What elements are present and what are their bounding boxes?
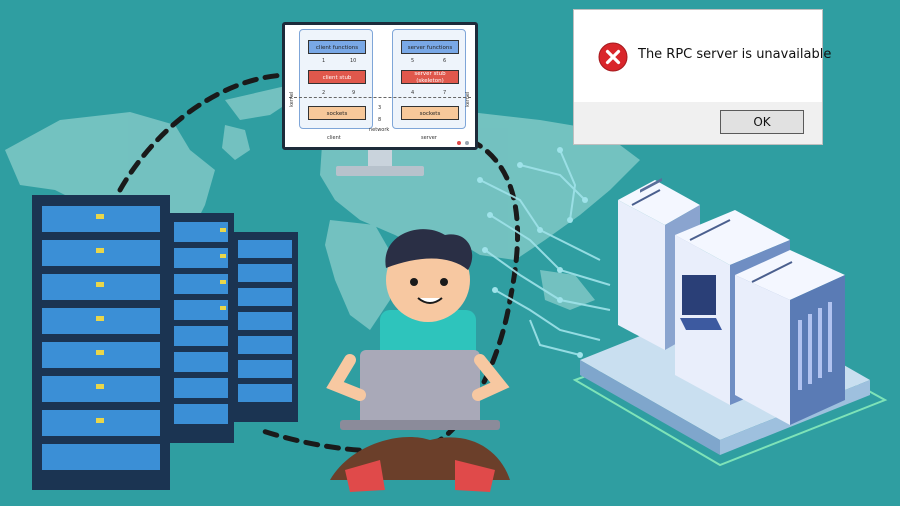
monitor-led-grey [465,141,469,145]
kernel-label-left: kernel [289,91,295,107]
server-column: server functions server stub (skeleton) … [392,29,466,129]
client-label: client [327,135,341,141]
monitor-neck [368,150,392,168]
isometric-servers [572,178,888,467]
error-x-icon [598,42,628,72]
step-2: 2 [322,90,326,96]
server-stub-box: server stub (skeleton) [401,70,459,84]
client-stub-box: client stub [308,70,366,84]
step-1: 1 [322,58,326,64]
step-8: 8 [378,117,382,123]
dialog-footer: OK [574,102,822,144]
step-10: 10 [350,58,357,64]
dashed-connection-line [117,72,521,454]
kernel-label-right: kernel [465,91,471,107]
error-message: The RPC server is unavailable [638,47,832,62]
monitor-led-red [457,141,461,145]
circuit-lines [479,149,611,356]
server-stub-sublabel: (skeleton) [416,78,444,84]
kernel-divider [289,97,471,98]
client-sockets-box: sockets [308,106,366,120]
step-7: 7 [443,90,447,96]
rpc-diagram: client functions client stub sockets 1 1… [289,29,471,141]
monitor-stand [336,166,424,176]
circuit-nodes [477,147,588,358]
step-4: 4 [411,90,415,96]
client-column: client functions client stub sockets 1 1… [299,29,373,129]
ok-button[interactable]: OK [720,110,804,134]
step-5: 5 [411,58,415,64]
server-functions-box: server functions [401,40,459,54]
server-label: server [421,135,437,141]
rack-server-front [32,195,170,490]
server-sockets-box: sockets [401,106,459,120]
step-6: 6 [443,58,447,64]
person-illustration [326,229,510,492]
network-label: network [369,127,390,133]
rack-server-middle [168,213,234,443]
client-functions-box: client functions [308,40,366,54]
error-dialog: The RPC server is unavailable OK [573,9,831,145]
server-stub-label: server stub [414,71,446,77]
rack-server-back [232,232,298,422]
step-9: 9 [352,90,356,96]
step-3: 3 [378,105,382,111]
monitor: client functions client stub sockets 1 1… [282,22,478,150]
